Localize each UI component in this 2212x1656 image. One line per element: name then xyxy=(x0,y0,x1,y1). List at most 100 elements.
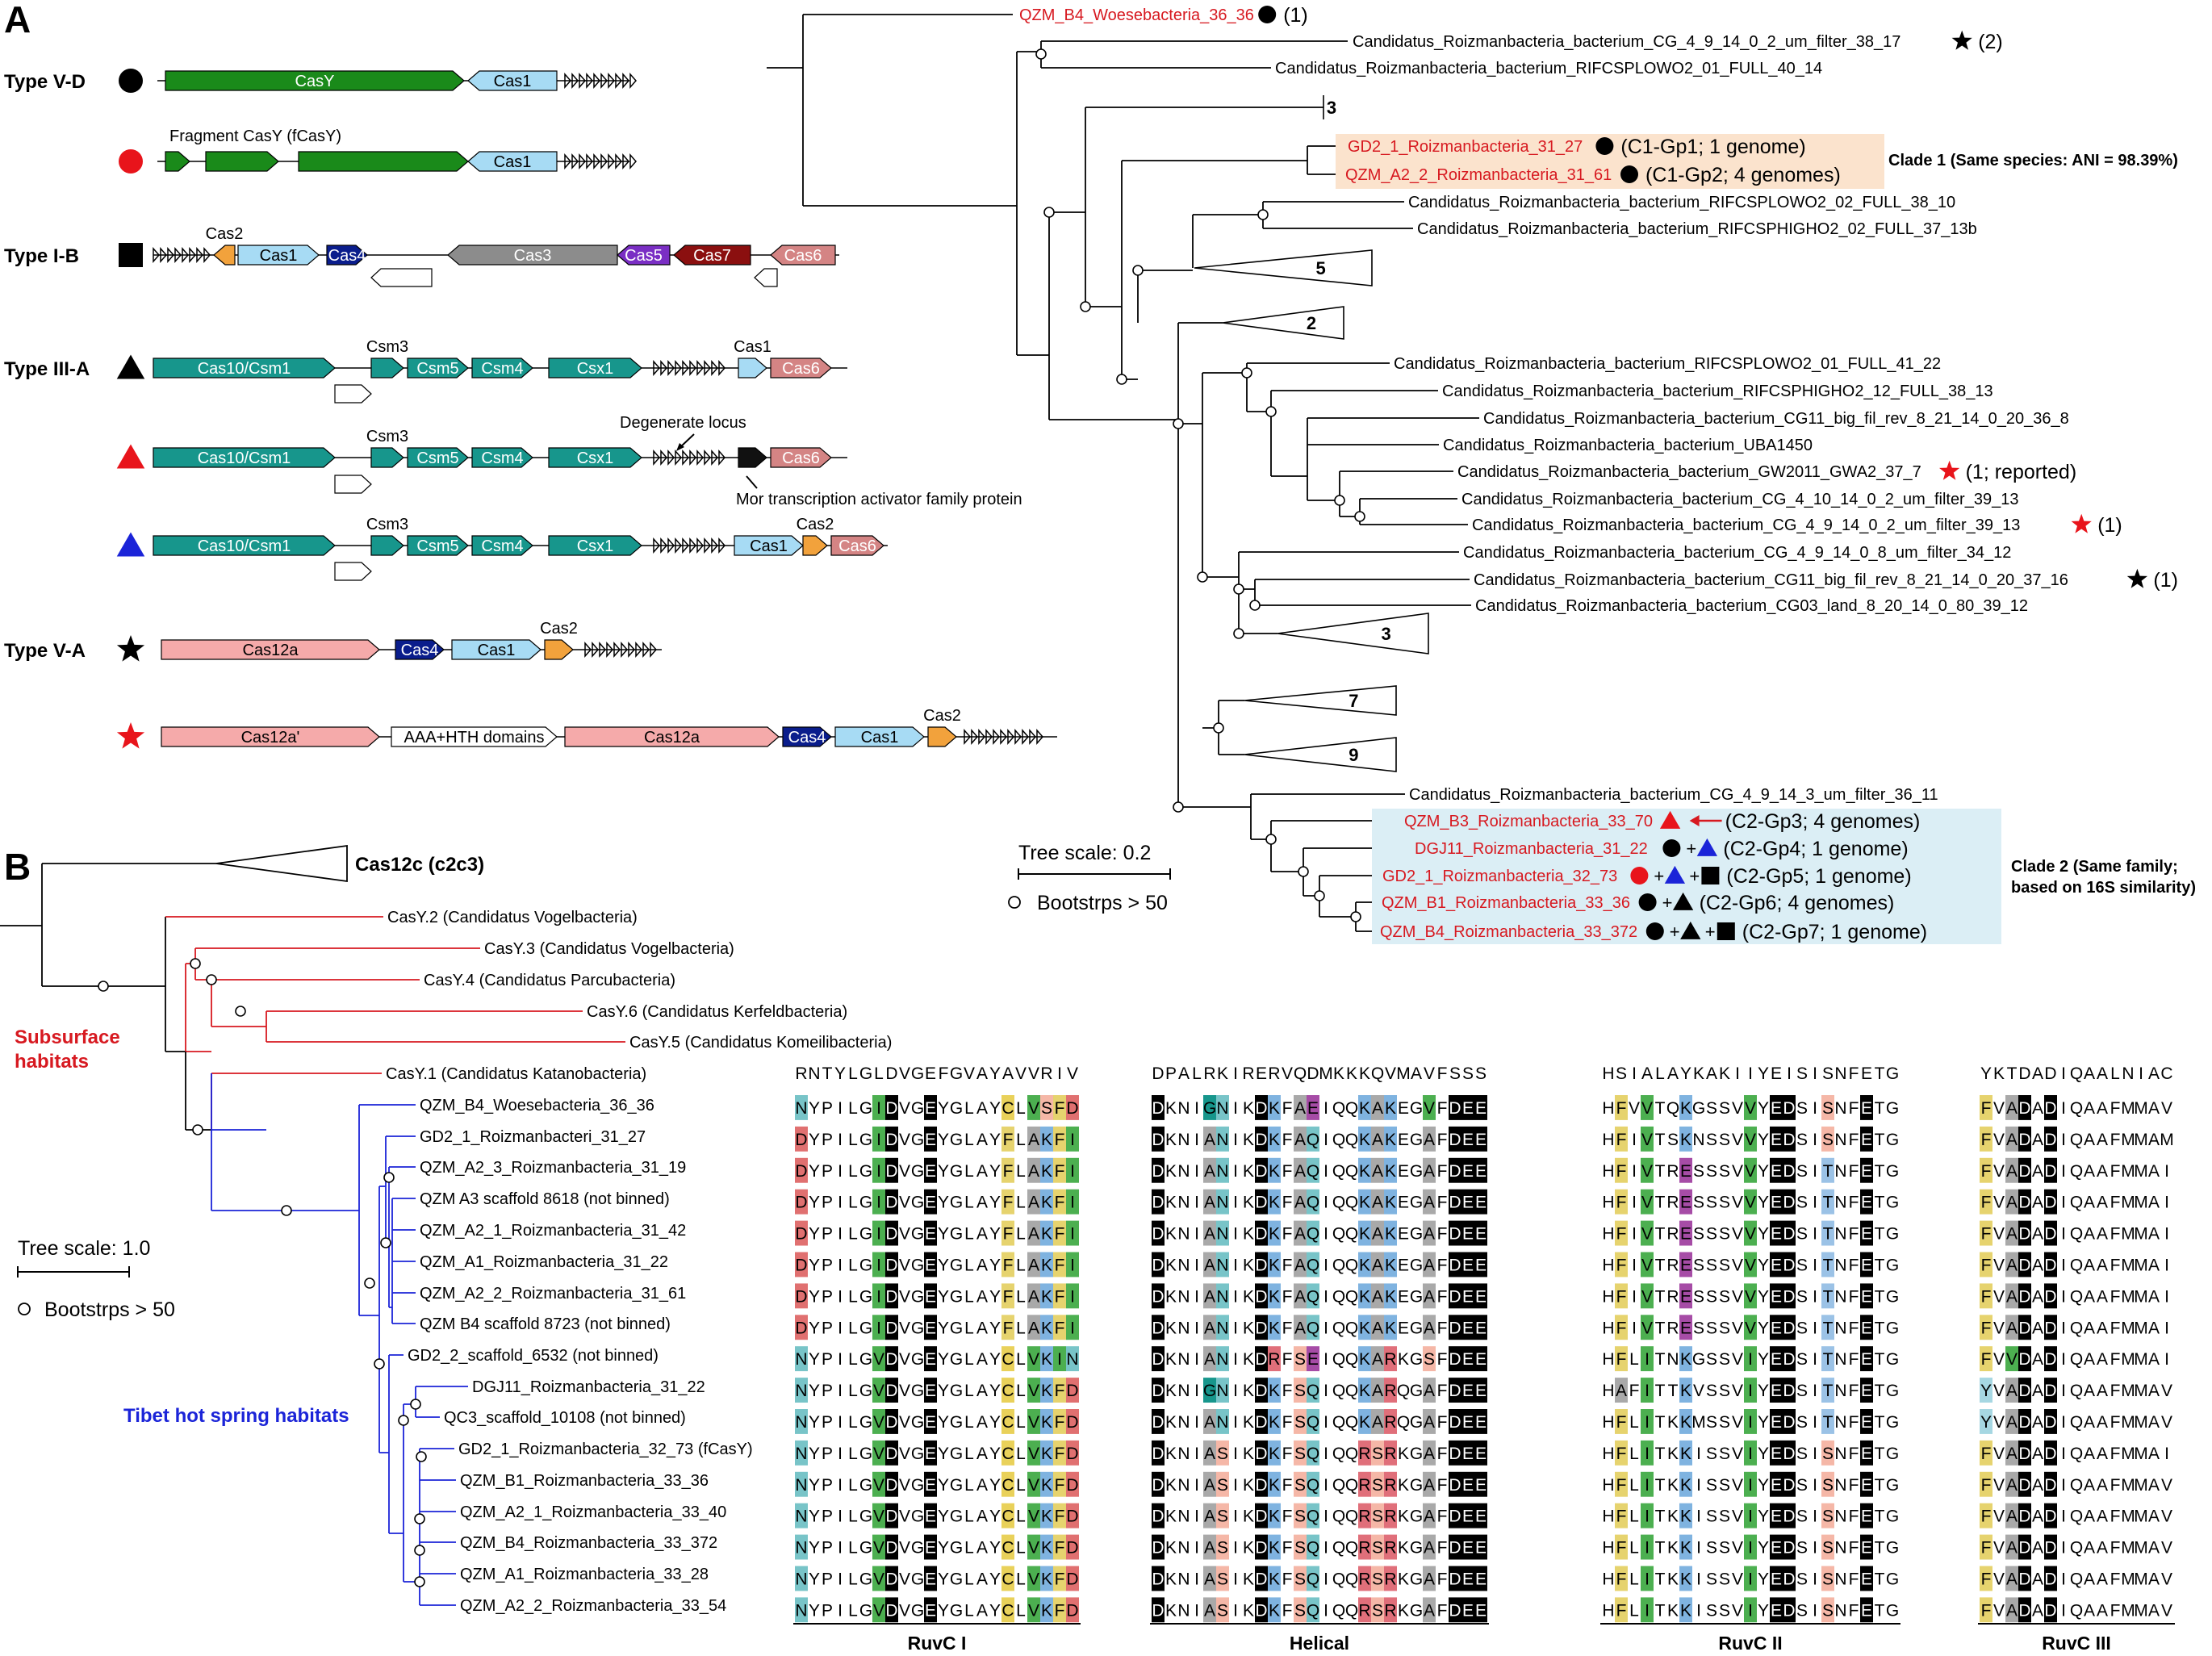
alignment-residue: L xyxy=(964,1225,974,1244)
alignment-residue: E xyxy=(1861,1476,1872,1495)
alignment-residue: G xyxy=(859,1319,872,1337)
alignment-residue: V xyxy=(873,1539,884,1558)
alignment-cell xyxy=(1066,1440,1079,1466)
gene-label: Cas1 xyxy=(750,537,788,555)
alignment-residue: L xyxy=(964,1131,974,1149)
alignment-residue: A xyxy=(2084,1508,2095,1526)
tree-b-leaf-label: QZM_A2_1_Roizmanbacteria_33_40 xyxy=(460,1503,726,1521)
alignment-residue: N xyxy=(1177,1476,1190,1495)
alignment-residue: I xyxy=(1233,1570,1238,1589)
gene-label: Cas12a xyxy=(243,642,299,659)
alignment-residue: I xyxy=(1813,1508,1817,1526)
tree-a-leaf-label: Candidatus_Roizmanbacteria_bacterium_RIF… xyxy=(1275,60,1822,77)
alignment-residue: R xyxy=(1384,1539,1396,1558)
alignment-residue: Q xyxy=(2070,1099,2083,1118)
alignment-residue: V xyxy=(1745,1194,1756,1212)
alignment-residue: K xyxy=(1165,1445,1177,1463)
alignment-residue: A xyxy=(2084,1445,2095,1463)
alignment-residue: Q xyxy=(1345,1601,1358,1620)
alignment-residue: Q xyxy=(1332,1099,1345,1118)
alignment-residue: K xyxy=(1165,1601,1177,1620)
alignment-residue: Y xyxy=(989,1225,1001,1244)
alignment-residue: S xyxy=(1796,1319,1808,1337)
alignment-residue: T xyxy=(1823,1382,1834,1400)
alignment-residue: S xyxy=(1217,1570,1228,1589)
crispr-repeat xyxy=(993,729,1000,745)
alignment-ref-residue: I xyxy=(2061,1064,2066,1083)
alignment-residue: F xyxy=(1849,1225,1859,1244)
alignment-residue: A xyxy=(976,1287,988,1306)
locus-type-marker xyxy=(116,444,145,469)
alignment-ref-residue: I xyxy=(1813,1064,1817,1083)
alignment-residue: H xyxy=(1602,1131,1614,1149)
alignment-residue: E xyxy=(925,1194,936,1212)
alignment-residue: D xyxy=(2044,1319,2056,1337)
alignment-residue: T xyxy=(1875,1099,1885,1118)
alignment-residue: V xyxy=(899,1382,910,1400)
gene-arrow xyxy=(407,358,469,378)
alignment-cell xyxy=(1384,1095,1397,1120)
alignment-cell xyxy=(1001,1252,1014,1278)
alignment-residue: A xyxy=(1204,1350,1215,1369)
gene-label: Cas1 xyxy=(861,729,899,746)
alignment-cell xyxy=(872,1283,885,1309)
alignment-residue: F xyxy=(1282,1287,1293,1306)
alignment-residue: A xyxy=(1372,1382,1383,1400)
plus-sign: + xyxy=(1686,838,1696,859)
alignment-cell xyxy=(1040,1471,1053,1497)
alignment-residue: K xyxy=(1680,1508,1691,1526)
alignment-residue: I xyxy=(1070,1162,1075,1181)
alignment-residue: Q xyxy=(1345,1319,1358,1337)
alignment-residue: E xyxy=(1462,1413,1474,1432)
alignment-residue: I xyxy=(1323,1476,1328,1495)
alignment-residue: E xyxy=(1771,1445,1782,1463)
alignment-residue: F xyxy=(1849,1601,1859,1620)
alignment-residue: F xyxy=(1282,1131,1293,1149)
alignment-ref-residue: T xyxy=(1875,1064,1885,1083)
alignment-residue: A xyxy=(2097,1225,2108,1244)
alignment-residue: K xyxy=(1165,1162,1177,1181)
alignment-ref-residue: A xyxy=(976,1064,988,1083)
alignment-residue: D xyxy=(1152,1382,1164,1400)
alignment-residue: E xyxy=(1475,1287,1487,1306)
alignment-residue: Q xyxy=(1345,1131,1358,1149)
tree-a-leaf-label: Candidatus_Roizmanbacteria_bacterium_CG0… xyxy=(1475,597,2028,615)
alignment-residue: N xyxy=(1834,1099,1846,1118)
alignment-residue: K xyxy=(1680,1539,1691,1558)
gene-arrow xyxy=(544,639,574,660)
tree-a-leaf-marker xyxy=(1664,865,1686,884)
alignment-residue: D xyxy=(2018,1382,2030,1400)
alignment-residue: E xyxy=(1462,1382,1474,1400)
alignment-residue: N xyxy=(1834,1287,1846,1306)
alignment-cell xyxy=(885,1220,898,1246)
alignment-residue: I xyxy=(1233,1225,1238,1244)
alignment-residue: I xyxy=(1070,1131,1075,1149)
tree-b-leaf-label: QZM_A2_2_Roizmanbacteria_33_54 xyxy=(460,1597,726,1615)
alignment-residue: S xyxy=(1372,1539,1383,1558)
alignment-residue: P xyxy=(822,1508,833,1526)
alignment-residue: A xyxy=(1372,1099,1383,1118)
tree-a-leaf: Candidatus_Roizmanbacteria_bacterium_RIF… xyxy=(1442,383,1993,400)
alignment-residue: Y xyxy=(938,1476,949,1495)
gene-label: AAA+HTH domains xyxy=(404,729,545,746)
alignment-residue: A xyxy=(2032,1194,2043,1212)
alignment-residue: A xyxy=(1294,1287,1306,1306)
alignment-residue: I xyxy=(838,1099,843,1118)
alignment-residue: E xyxy=(1475,1382,1487,1400)
alignment-residue: Q xyxy=(1332,1539,1345,1558)
alignment-residue: Y xyxy=(938,1287,949,1306)
alignment-residue: A xyxy=(1372,1225,1383,1244)
alignment-residue: A xyxy=(2097,1162,2108,1181)
alignment-cell xyxy=(1255,1189,1268,1215)
alignment-residue: D xyxy=(2044,1445,2056,1463)
alignment-residue: F xyxy=(1437,1099,1448,1118)
alignment-residue: F xyxy=(1981,1194,1992,1212)
gene-arrow xyxy=(738,358,767,378)
alignment-residue: Y xyxy=(989,1570,1001,1589)
alignment-residue: L xyxy=(1016,1508,1026,1526)
crispr-repeat xyxy=(153,247,160,263)
alignment-residue: A xyxy=(2006,1476,2018,1495)
alignment-residue: K xyxy=(1385,1099,1396,1118)
alignment-residue: A xyxy=(1294,1257,1306,1275)
alignment-residue: E xyxy=(1462,1476,1474,1495)
